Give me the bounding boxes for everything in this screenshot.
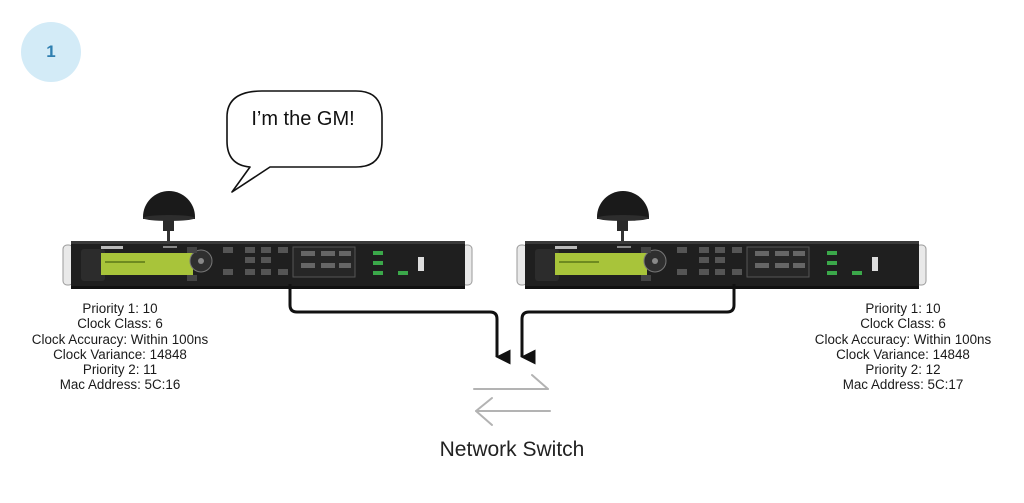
clock-accuracy-text: Clock Accuracy: Within 100ns [814, 331, 992, 347]
clock-class-text: Clock Class: 6 [77, 316, 163, 332]
speech-bubble [226, 90, 383, 193]
priority2-text: Priority 2: 12 [865, 362, 941, 378]
speech-bubble-text: I’m the GM! [251, 108, 355, 130]
swap-arrows-icon [473, 374, 551, 426]
clock-accuracy-text: Clock Accuracy: Within 100ns [31, 331, 209, 347]
connection-line-right [520, 284, 736, 365]
mac-address-text: Mac Address: 5C:17 [842, 377, 964, 393]
step-number: 1 [46, 42, 56, 61]
clock-variance-text: Clock Variance: 14848 [836, 346, 970, 362]
mac-address-text: Mac Address: 5C:16 [59, 377, 181, 393]
step-badge: 1 [21, 22, 81, 82]
device-info-right: Priority 1: 10 Clock Class: 6 Clock Accu… [783, 301, 1023, 393]
device-info-left: Priority 1: 10 Clock Class: 6 Clock Accu… [0, 301, 240, 393]
device-right [516, 190, 927, 290]
device-left [62, 190, 473, 290]
connection-line-left [288, 284, 511, 365]
priority2-text: Priority 2: 11 [82, 362, 158, 378]
priority1-text: Priority 1: 10 [865, 301, 941, 316]
clock-variance-text: Clock Variance: 14848 [53, 346, 187, 362]
priority1-text: Priority 1: 10 [82, 301, 158, 316]
network-switch-label: Network Switch [439, 438, 585, 461]
clock-class-text: Clock Class: 6 [860, 316, 946, 332]
